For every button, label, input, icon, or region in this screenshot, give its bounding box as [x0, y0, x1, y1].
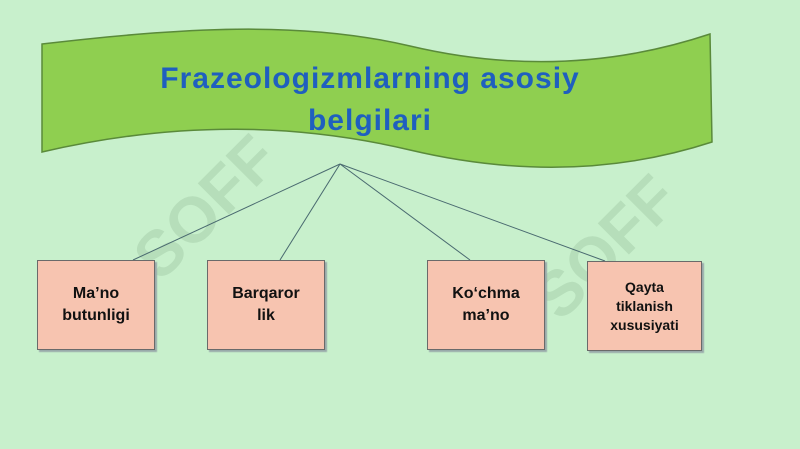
node-kochma-mano: Ko‘chma ma’no [427, 260, 545, 350]
connector-1 [132, 163, 341, 261]
connector-2 [279, 163, 341, 261]
node-barqarorlik: Barqaror lik [207, 260, 325, 350]
connector-4 [339, 163, 606, 262]
node-mano-butunligi: Ma’no butunligi [37, 260, 155, 350]
connector-lines [132, 163, 606, 262]
title-banner [41, 28, 713, 168]
connector-3 [339, 163, 471, 261]
node-qayta-tiklanish: Qayta tiklanish xususiyati [587, 261, 702, 351]
diagram-title: Frazeologizmlarning asosiy belgilari [160, 62, 580, 137]
